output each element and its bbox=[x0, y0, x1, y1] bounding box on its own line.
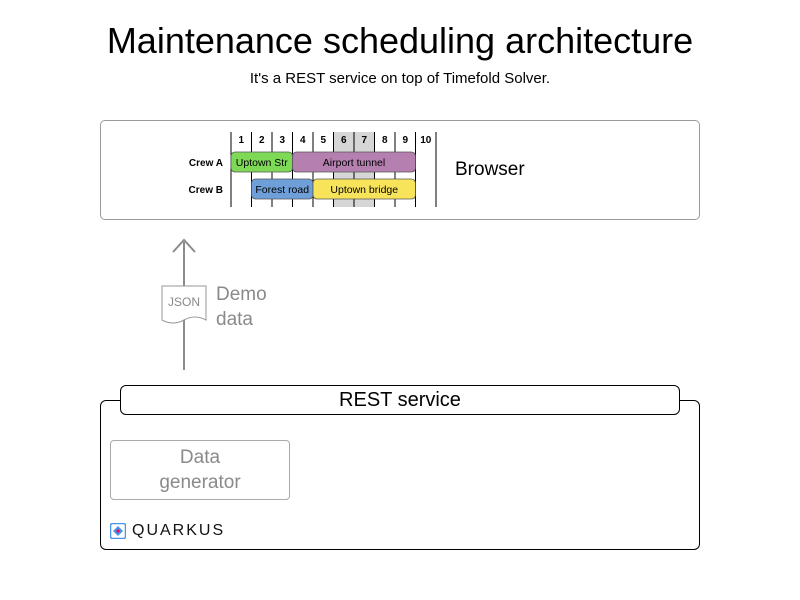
gantt-day-label: 7 bbox=[361, 135, 367, 146]
quarkus-label: QUARKUS bbox=[132, 522, 226, 539]
gantt-job-bar bbox=[292, 151, 416, 173]
gantt-job-label: Uptown Str bbox=[236, 157, 288, 169]
gantt-day-label: 6 bbox=[341, 135, 347, 146]
gantt-day-label: 10 bbox=[420, 135, 432, 146]
json-document-label: JSON bbox=[167, 295, 200, 309]
gantt-day-label: 2 bbox=[259, 135, 265, 146]
gantt-day-label: 3 bbox=[279, 135, 285, 146]
gantt-crew-label: Crew B bbox=[189, 185, 223, 196]
gantt-day-label: 1 bbox=[238, 135, 244, 146]
gantt-day-label: 5 bbox=[320, 135, 326, 146]
gantt-day-label: 8 bbox=[382, 135, 388, 146]
gantt-crew-label: Crew A bbox=[189, 158, 223, 169]
browser-label: Browser bbox=[455, 159, 525, 180]
gantt-job-bar bbox=[312, 178, 416, 200]
quarkus-logo-icon bbox=[110, 523, 126, 539]
browser-box bbox=[100, 120, 700, 220]
rest-service-header: REST service bbox=[120, 385, 680, 415]
json-document-icon bbox=[161, 285, 207, 324]
gantt-job-label: Forest road bbox=[255, 184, 309, 196]
data-generator-box: Data generator bbox=[110, 440, 290, 500]
page-title: Maintenance scheduling architecture bbox=[106, 20, 694, 61]
page-subtitle: It's a REST service on top of Timefold S… bbox=[249, 70, 551, 87]
gantt-day-label: 4 bbox=[300, 135, 306, 146]
demo-data-label: Demo data bbox=[216, 284, 267, 330]
gantt-job-label: Uptown bridge bbox=[330, 184, 398, 196]
gantt-job-label: Airport tunnel bbox=[323, 157, 385, 169]
data-generator-label: Data generator bbox=[159, 447, 241, 493]
gantt-day-label: 9 bbox=[402, 135, 408, 146]
